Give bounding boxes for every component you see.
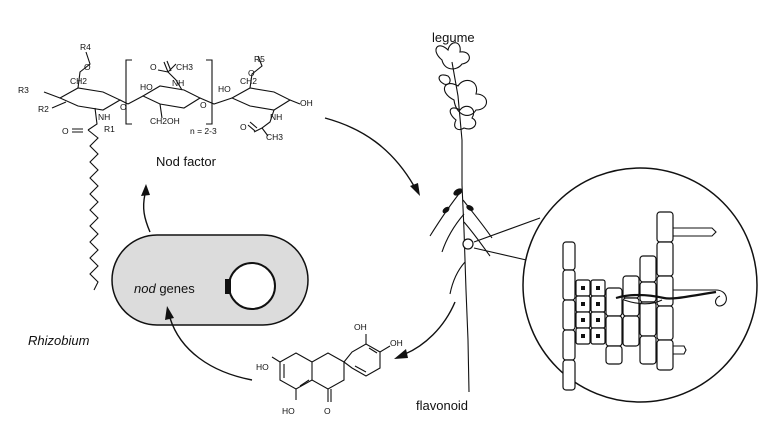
flavonoid-ring-a-double — [283, 364, 310, 387]
left-bracket — [125, 59, 132, 125]
arrow-bacterium-to-nodfactor — [142, 193, 151, 233]
bacteroid-dots — [581, 286, 600, 338]
right-bracket — [206, 59, 213, 125]
fatty-acyl-chain — [87, 129, 99, 291]
plasmid — [228, 262, 276, 310]
root-nodule-1 — [453, 188, 463, 196]
arrow-legume-to-flavonoid — [404, 301, 456, 355]
arrow-nodfactor-to-legume — [324, 117, 415, 187]
ring3-carbonyl — [247, 121, 258, 132]
label-carbonyl-o: O — [62, 126, 69, 136]
leaf-cluster-top — [435, 42, 470, 70]
root-nodule-2 — [442, 206, 450, 214]
bacterium-cell — [111, 234, 309, 326]
label-r5: R5 — [254, 54, 265, 64]
label-fl-ho-bottom: HO — [282, 406, 295, 416]
lateral-roots — [429, 189, 493, 295]
nod-gene-locus — [225, 279, 231, 294]
label-ch3-a: CH3 — [176, 62, 193, 72]
arrows — [141, 117, 456, 381]
label-nh-2: NH — [172, 78, 184, 88]
label-oh-1: OH — [300, 98, 313, 108]
legume-plant — [429, 42, 493, 393]
label-o-r4: O — [84, 62, 91, 72]
leaf-small-left — [438, 74, 451, 85]
label-flavonoid: flavonoid — [416, 398, 468, 413]
label-o-link2: O — [200, 100, 207, 110]
label-legume: legume — [432, 30, 475, 45]
plant-stem — [451, 61, 470, 393]
label-r2: R2 — [38, 104, 49, 114]
root-hair-lower — [673, 345, 687, 355]
arrowhead-legume-to-flavonoid — [394, 349, 408, 359]
flavonoid-ring-b-double — [354, 347, 378, 373]
label-o-r5: O — [248, 68, 255, 78]
root-hair-curled — [673, 289, 727, 307]
label-nod-factor: Nod factor — [156, 154, 217, 169]
arrowhead-bacterium-to-nodfactor — [141, 184, 150, 196]
label-o-b: O — [240, 122, 247, 132]
arrowhead-flavonoid-to-bacterium — [165, 306, 174, 320]
label-fl-oh-top: OH — [354, 322, 367, 332]
label-o-a: O — [150, 62, 157, 72]
arrow-flavonoid-to-bacterium — [169, 317, 253, 381]
label-nh-3: NH — [270, 112, 282, 122]
label-ch2oh: CH2OH — [150, 116, 180, 126]
zoom-line-bottom — [473, 247, 536, 263]
label-n-repeat: n = 2-3 — [190, 126, 217, 136]
label-r4: R4 — [80, 42, 91, 52]
label-ho-1: HO — [140, 82, 153, 92]
infection-thread — [615, 290, 717, 300]
flavonoid-ring-c — [311, 352, 345, 390]
label-o-link1: O — [120, 102, 127, 112]
label-ch2-b: CH2 — [240, 76, 257, 86]
ring1-bonds — [43, 51, 129, 131]
label-ch2: CH2 — [70, 76, 87, 86]
ring2-carbonyl — [163, 60, 172, 73]
nod-factor-structure: R4 O R3 R2 CH2 NH R1 O O O CH3 HO NH CH2… — [18, 42, 313, 291]
label-nh-1: NH — [98, 112, 110, 122]
root-nodule-3 — [466, 205, 474, 211]
label-rhizobium: Rhizobium — [28, 333, 90, 348]
leaf-cluster-low — [449, 105, 477, 131]
label-nod-genes: nod genes — [134, 281, 195, 296]
infection-thread-branch — [623, 299, 663, 305]
label-r1: R1 — [104, 124, 115, 134]
flavonoid-structure: OH OH HO HO O — [256, 322, 403, 416]
sugar-ring-1 — [58, 87, 122, 111]
arrowhead-nodfactor-to-legume — [410, 183, 420, 196]
flavonoid-substituents — [271, 334, 391, 402]
magnified-spot — [462, 238, 474, 250]
label-fl-ho-left: HO — [256, 362, 269, 372]
carbonyl-bond — [72, 128, 83, 133]
label-ho-2: HO — [218, 84, 231, 94]
label-r3: R3 — [18, 85, 29, 95]
label-ch3-b: CH3 — [266, 132, 283, 142]
rhizobium-bacterium: nod genes — [111, 234, 309, 326]
flavonoid-ring-a — [279, 352, 313, 390]
ring3-bonds — [249, 55, 301, 137]
zoom-line-top — [473, 217, 541, 243]
label-fl-oh-right: OH — [390, 338, 403, 348]
sugar-ring-3 — [230, 87, 292, 111]
label-fl-o-bottom: O — [324, 406, 331, 416]
root-hair-upper — [673, 227, 717, 237]
flavonoid-ring-b — [343, 343, 381, 377]
ring2-bonds — [127, 63, 233, 119]
infection-detail — [522, 167, 758, 403]
